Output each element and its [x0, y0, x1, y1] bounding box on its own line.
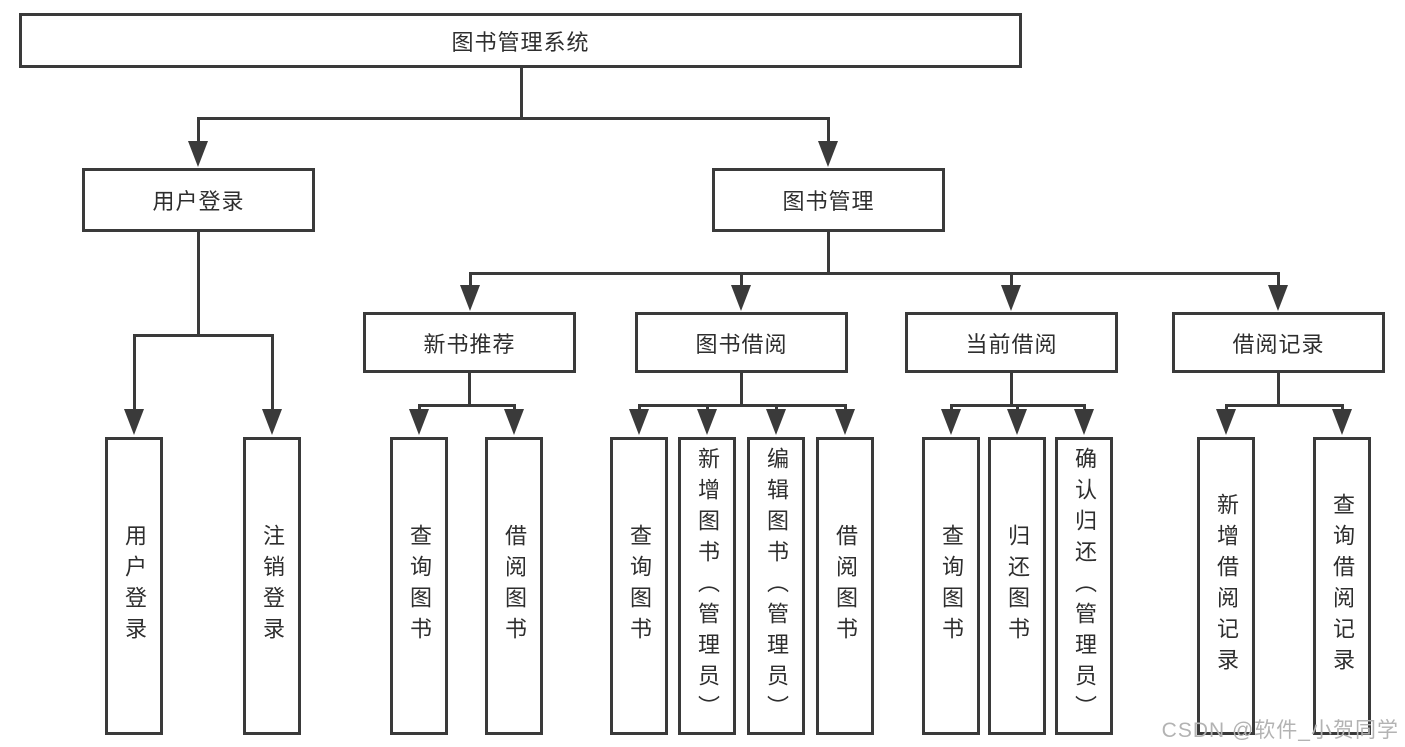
edge-line	[418, 404, 421, 413]
edge-line	[1010, 373, 1013, 407]
edge-line	[1341, 404, 1344, 413]
leaf-logout-label: 注销登录	[260, 524, 285, 648]
node-book-borrow: 图书借阅	[635, 312, 848, 373]
edge-line	[638, 404, 641, 413]
arrowhead-icon	[262, 409, 282, 435]
leaf-return-book-label: 归还图书	[1005, 524, 1030, 648]
edge-line	[469, 272, 472, 288]
edge-line	[271, 334, 274, 411]
edge-line	[1225, 404, 1228, 413]
leaf-borrow-book-1: 借阅图书	[485, 437, 543, 735]
arrowhead-icon	[124, 409, 144, 435]
edge-line	[1277, 373, 1280, 407]
leaf-confirm-return-admin: 确认归还（管理员）	[1055, 437, 1113, 735]
edge-line	[418, 404, 516, 407]
leaf-borrow-book-1-label: 借阅图书	[502, 524, 527, 648]
arrowhead-icon	[1268, 285, 1288, 311]
node-user-login-label: 用户登录	[152, 189, 245, 214]
edge-line	[1277, 272, 1280, 288]
node-book-borrow-label: 图书借阅	[695, 331, 788, 357]
node-root: 图书管理系统	[19, 13, 1022, 68]
leaf-query-borrow-record-label: 查询借阅记录	[1330, 493, 1355, 679]
arrowhead-icon	[1332, 409, 1352, 435]
node-current-borrow: 当前借阅	[905, 312, 1118, 373]
edge-line	[740, 373, 743, 407]
arrowhead-icon	[766, 409, 786, 435]
arrowhead-icon	[1007, 409, 1027, 435]
edge-line	[638, 404, 847, 407]
leaf-borrow-book-2: 借阅图书	[816, 437, 874, 735]
arrowhead-icon	[731, 285, 751, 311]
edge-line	[740, 272, 743, 288]
arrowhead-icon	[629, 409, 649, 435]
edge-line	[827, 232, 830, 273]
arrowhead-icon	[504, 409, 524, 435]
arrowhead-icon	[409, 409, 429, 435]
edge-line	[469, 272, 1280, 275]
arrowhead-icon	[1216, 409, 1236, 435]
edge-line	[706, 404, 709, 413]
edge-line	[513, 404, 516, 413]
edge-line	[133, 334, 136, 411]
edge-line	[468, 373, 471, 407]
edge-line	[198, 117, 830, 120]
edge-line	[1225, 404, 1344, 407]
leaf-add-borrow-record: 新增借阅记录	[1197, 437, 1255, 735]
arrowhead-icon	[697, 409, 717, 435]
leaf-user-login: 用户登录	[105, 437, 163, 735]
leaf-add-book-admin-label: 新增图书（管理员）	[695, 446, 720, 726]
edge-line	[827, 117, 830, 144]
node-book-management-label: 图书管理	[782, 189, 875, 214]
leaf-query-book-3: 查询图书	[922, 437, 980, 735]
edge-line	[197, 117, 200, 144]
arrowhead-icon	[460, 285, 480, 311]
node-current-borrow-label: 当前借阅	[965, 331, 1058, 357]
csdn-watermark: CSDN @软件_小贺同学	[1161, 719, 1399, 742]
node-borrow-record-label: 借阅记录	[1232, 331, 1325, 357]
arrowhead-icon	[188, 141, 208, 167]
edge-line	[775, 404, 778, 413]
edge-line	[1016, 404, 1019, 413]
edge-line	[950, 404, 953, 413]
node-root-label: 图书管理系统	[451, 29, 590, 55]
edge-line	[520, 67, 523, 118]
edge-line	[844, 404, 847, 413]
leaf-user-login-label: 用户登录	[122, 524, 147, 648]
leaf-query-book-1-label: 查询图书	[407, 524, 432, 648]
leaf-query-borrow-record: 查询借阅记录	[1313, 437, 1371, 735]
leaf-query-book-2: 查询图书	[610, 437, 668, 735]
arrowhead-icon	[818, 141, 838, 167]
edge-line	[1083, 404, 1086, 413]
leaf-add-borrow-record-label: 新增借阅记录	[1214, 493, 1239, 679]
leaf-edit-book-admin-label: 编辑图书（管理员）	[764, 446, 789, 726]
leaf-confirm-return-admin-label: 确认归还（管理员）	[1072, 446, 1097, 726]
arrowhead-icon	[1001, 285, 1021, 311]
node-user-login: 用户登录	[82, 168, 315, 232]
leaf-query-book-1: 查询图书	[390, 437, 448, 735]
leaf-edit-book-admin: 编辑图书（管理员）	[747, 437, 805, 735]
arrowhead-icon	[941, 409, 961, 435]
edge-line	[133, 334, 274, 337]
arrowhead-icon	[835, 409, 855, 435]
node-new-book-recommend-label: 新书推荐	[423, 331, 516, 357]
node-new-book-recommend: 新书推荐	[363, 312, 576, 373]
leaf-logout: 注销登录	[243, 437, 301, 735]
edge-line	[1010, 272, 1013, 288]
node-borrow-record: 借阅记录	[1172, 312, 1385, 373]
leaf-query-book-3-label: 查询图书	[939, 524, 964, 648]
leaf-return-book: 归还图书	[988, 437, 1046, 735]
node-book-management: 图书管理	[712, 168, 945, 232]
leaf-query-book-2-label: 查询图书	[627, 524, 652, 648]
arrowhead-icon	[1074, 409, 1094, 435]
leaf-borrow-book-2-label: 借阅图书	[833, 524, 858, 648]
leaf-add-book-admin: 新增图书（管理员）	[678, 437, 736, 735]
edge-line	[197, 232, 200, 335]
